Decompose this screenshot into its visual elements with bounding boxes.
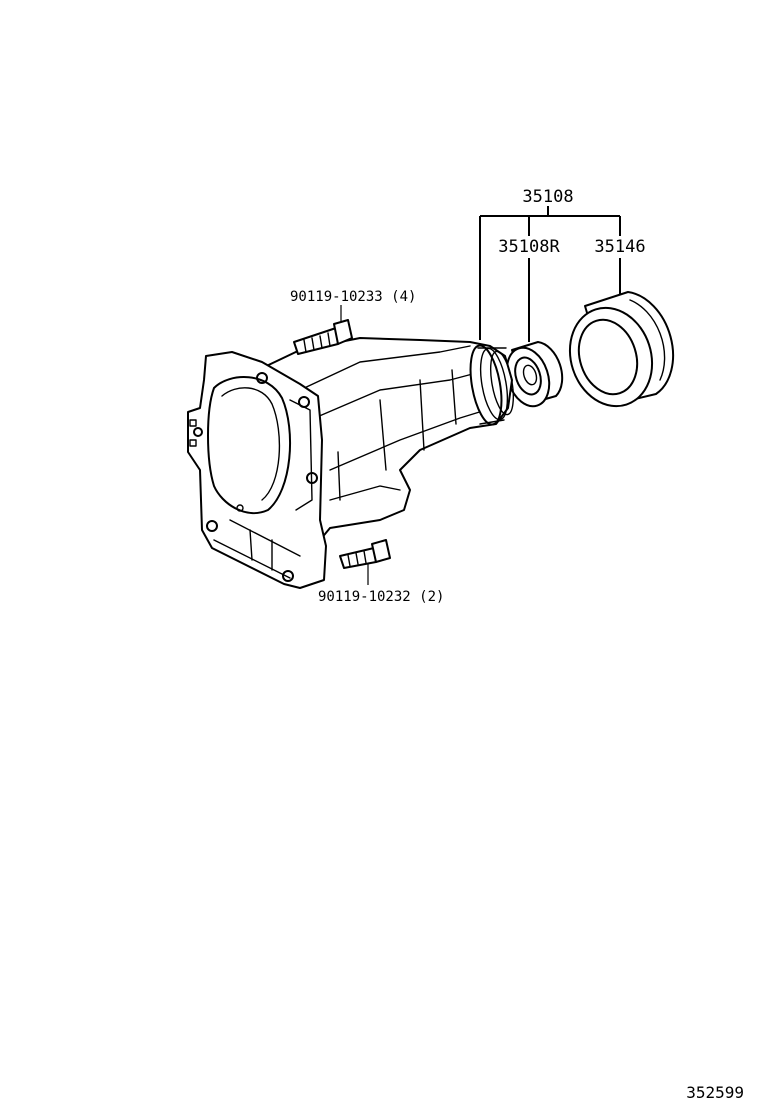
sleeve-35146: [568, 291, 675, 408]
part-label-35146: 35146: [594, 237, 645, 257]
bolt-label-upper: 90119-10233 (4): [290, 289, 416, 305]
extension-housing: [187, 337, 515, 589]
part-label-35108r: 35108R: [498, 237, 560, 257]
oil-seal-35108r: [505, 341, 564, 408]
bolt-upper: [293, 319, 353, 355]
bolt-lower: [339, 539, 391, 569]
bolt-label-lower: 90119-10232 (2): [318, 589, 444, 605]
assembly-bracket: [340, 206, 621, 585]
part-label-35108: 35108: [522, 187, 573, 207]
figure-number: 352599: [686, 1083, 744, 1102]
